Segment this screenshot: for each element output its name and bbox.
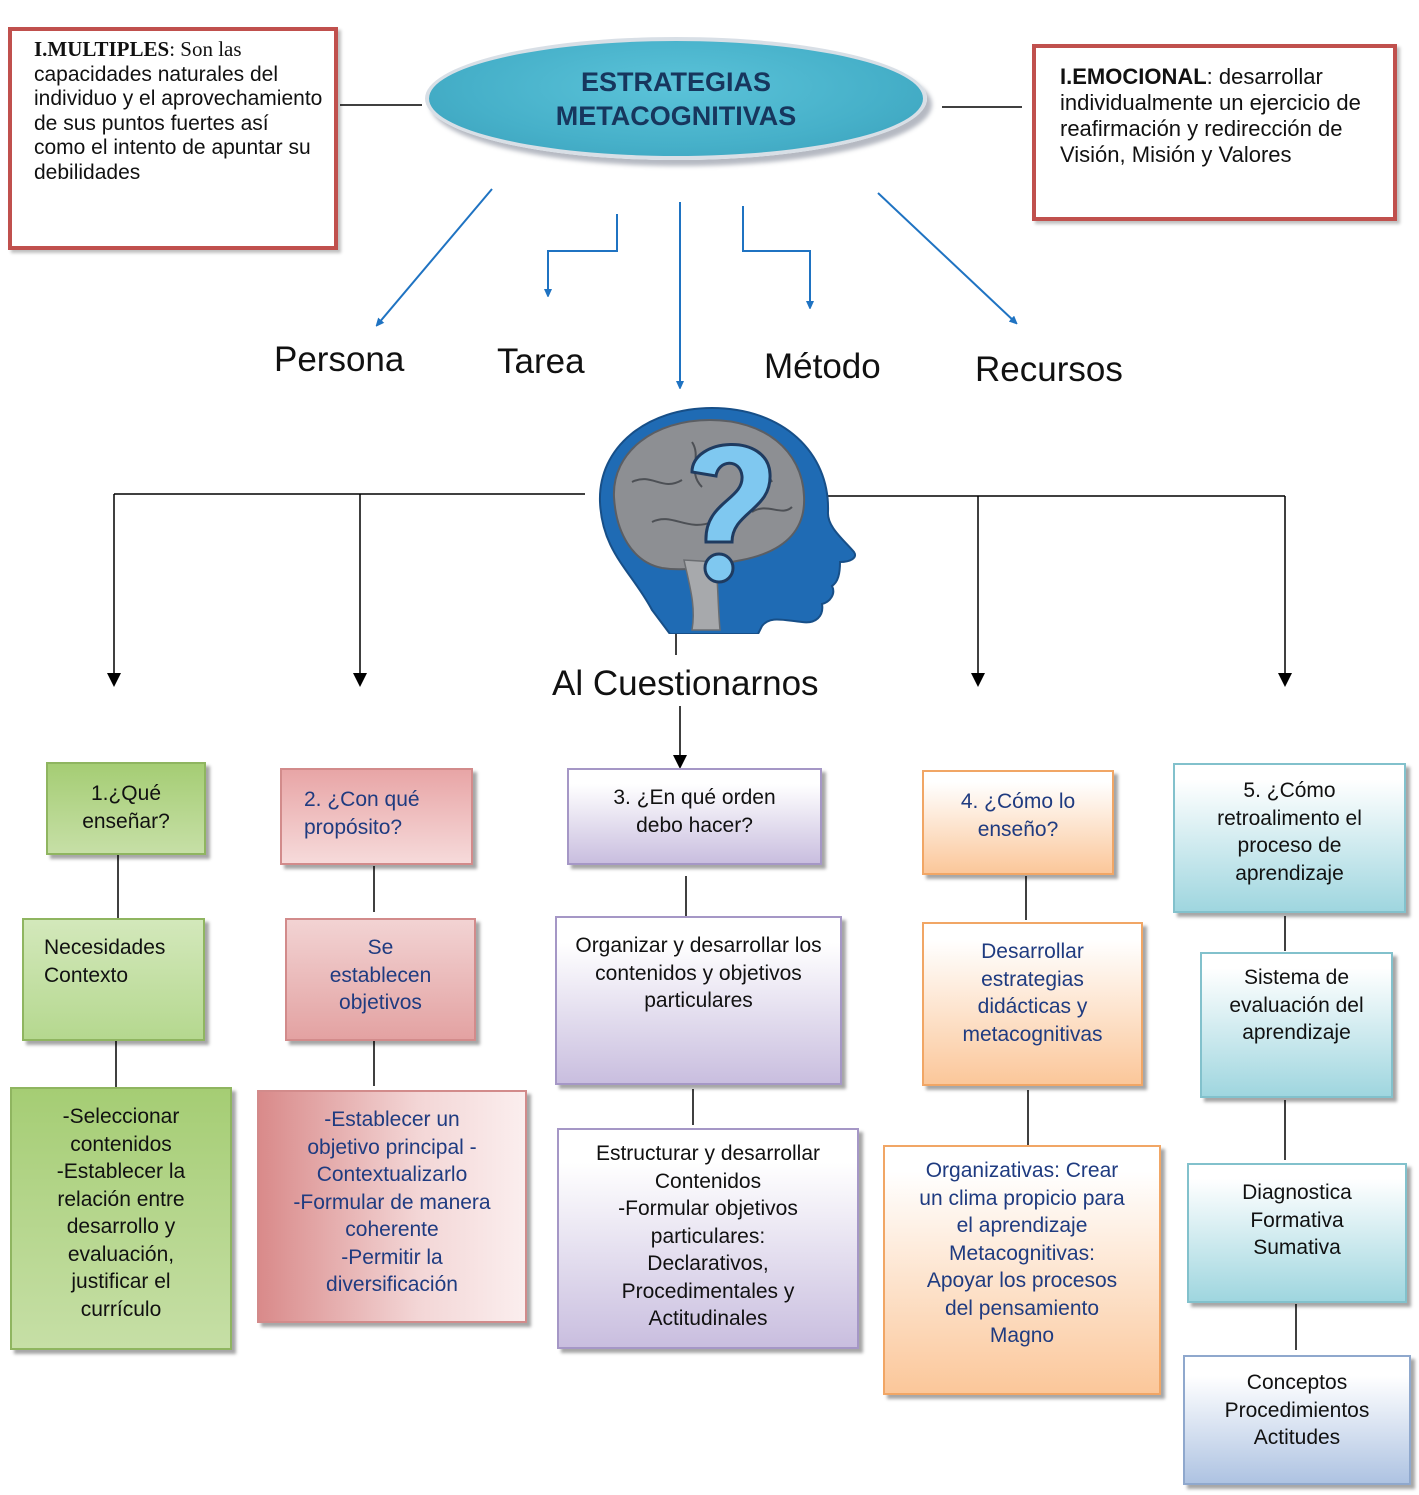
- col5-step4-line: Conceptos: [1246, 1371, 1348, 1394]
- col2-question-box: 2. ¿Con qué propósito?: [280, 768, 473, 865]
- col5-step2-box: Sistema de evaluación del aprendizaje: [1200, 952, 1393, 1098]
- col3-step3-line: Estructurar y desarrollar: [595, 1142, 821, 1165]
- category-metodo: Método: [764, 347, 881, 386]
- col4-step3-line: Apoyar los procesos: [926, 1269, 1118, 1292]
- col1-step3-line: evaluación,: [67, 1242, 175, 1266]
- col3-step3-line: -Formular objetivos: [618, 1197, 798, 1220]
- col4-step3-line: Metacognitivas:: [949, 1241, 1095, 1265]
- col5-step2: Sistema de evaluación del aprendizaje: [1229, 966, 1364, 1044]
- col3-question-box: 3. ¿En qué orden debo hacer?: [567, 768, 822, 865]
- col5-step3-line: Diagnostica: [1242, 1181, 1352, 1204]
- col4-step2: Desarrollar estrategias didácticas y met…: [962, 940, 1103, 1046]
- col5-step3-box: Diagnostica Formativa Sumativa: [1187, 1163, 1407, 1303]
- col4-step3-line: del pensamiento: [944, 1296, 1100, 1320]
- col2-step2-box: Se establecen objetivos: [285, 918, 476, 1041]
- category-tarea: Tarea: [497, 342, 585, 381]
- col2-step3-line: -Permitir la: [341, 1245, 443, 1269]
- col3-step2-box: Organizar y desarrollar los contenidos y…: [555, 916, 842, 1085]
- col4-step3-line: un clima propicio para: [919, 1186, 1125, 1210]
- col3-step3-line: particulares:: [650, 1224, 766, 1248]
- col1-step3-line: currículo: [80, 1297, 162, 1321]
- col1-step3-line: -Establecer la: [56, 1160, 186, 1183]
- col1-step3-box: -Seleccionar contenidos -Establecer la r…: [10, 1087, 232, 1350]
- title-line2: METACOGNITIVAS: [555, 100, 797, 131]
- center-label: Al Cuestionarnos: [552, 664, 819, 703]
- col1-step3-line: contenidos: [70, 1132, 172, 1156]
- col3-step2: Organizar y desarrollar los contenidos y…: [575, 934, 822, 1012]
- col5-step3-line: Sumativa: [1253, 1236, 1341, 1259]
- col2-step3-line: objetivo principal -: [307, 1135, 477, 1159]
- emocional-text: : desarrollar individualmente un ejercic…: [1060, 64, 1361, 167]
- multiples-definition-box: I.MULTIPLES: Son las capacidades natural…: [8, 27, 338, 250]
- col4-question-box: 4. ¿Cómo lo enseño?: [922, 770, 1114, 875]
- col3-step3-line: Contenidos: [654, 1169, 762, 1193]
- col3-question: 3. ¿En qué orden debo hacer?: [613, 786, 776, 837]
- title-line1: ESTRATEGIAS: [580, 66, 771, 97]
- col5-step4-box: Conceptos Procedimientos Actitudes: [1183, 1355, 1411, 1485]
- brain-question-head-icon: [598, 406, 856, 634]
- multiples-text: capacidades naturales del individuo y el…: [34, 62, 323, 184]
- arrow-metodo: [742, 206, 810, 306]
- col1-step3-line: -Seleccionar: [62, 1105, 180, 1128]
- col1-question-box: 1.¿Qué enseñar?: [46, 762, 206, 855]
- col2-question: 2. ¿Con qué propósito?: [304, 788, 420, 839]
- col4-question: 4. ¿Cómo lo enseño?: [960, 790, 1076, 841]
- col1-step2: Necesidades Contexto: [44, 936, 166, 987]
- col2-step3-line: -Formular de manera: [293, 1190, 491, 1214]
- col3-step3-line: Declarativos,: [647, 1252, 769, 1275]
- col1-step3-line: justificar el: [71, 1270, 171, 1293]
- col5-step3-line: Formativa: [1250, 1208, 1344, 1232]
- emocional-definition-box: I.EMOCIONAL: desarrollar individualmente…: [1032, 44, 1397, 221]
- col4-step3-box: Organizativas: Crear un clima propicio p…: [883, 1145, 1161, 1395]
- category-persona: Persona: [274, 340, 405, 379]
- category-recursos: Recursos: [975, 350, 1123, 389]
- col1-step3-line: desarrollo y: [66, 1215, 176, 1238]
- col2-step3-line: Contextualizarlo: [316, 1163, 468, 1186]
- title-text: ESTRATEGIAS METACOGNITIVAS: [556, 65, 797, 133]
- col2-step3-line: -Establecer un: [324, 1108, 460, 1131]
- col2-step2: Se establecen objetivos: [329, 936, 432, 1014]
- col1-step2-box: Necesidades Contexto: [22, 918, 205, 1041]
- col5-question: 5. ¿Cómo retroalimento el proceso de apr…: [1217, 779, 1362, 885]
- col2-step3-line: diversificación: [326, 1273, 458, 1296]
- col4-step3-line: Magno: [989, 1324, 1055, 1347]
- col2-step3-box: -Establecer un objetivo principal - Cont…: [257, 1090, 527, 1323]
- col3-step3-line: Actitudinales: [648, 1307, 768, 1330]
- multiples-lead: : Son las: [169, 37, 242, 61]
- col2-step3-line: coherente: [345, 1218, 439, 1241]
- col5-question-box: 5. ¿Cómo retroalimento el proceso de apr…: [1173, 763, 1406, 913]
- col4-step2-box: Desarrollar estrategias didácticas y met…: [922, 922, 1143, 1086]
- col1-step3-line: relación entre: [57, 1187, 185, 1211]
- col5-step4-line: Actitudes: [1253, 1426, 1341, 1449]
- col3-step3-box: Estructurar y desarrollar Contenidos -Fo…: [557, 1128, 859, 1349]
- arrow-recursos: [877, 192, 1015, 322]
- arrow-tarea: [548, 214, 618, 294]
- multiples-term: I.MULTIPLES: [34, 37, 170, 61]
- title-ellipse: ESTRATEGIAS METACOGNITIVAS: [425, 37, 927, 160]
- col4-step3-line: Organizativas: Crear: [925, 1159, 1119, 1182]
- arrow-persona: [378, 188, 493, 324]
- col1-question: 1.¿Qué enseñar?: [82, 782, 170, 833]
- emocional-term: I.EMOCIONAL: [1060, 64, 1207, 89]
- col3-step3-line: Procedimentales y: [621, 1279, 795, 1303]
- col5-step4-line: Procedimientos: [1224, 1398, 1370, 1422]
- col4-step3-line: el aprendizaje: [956, 1214, 1088, 1237]
